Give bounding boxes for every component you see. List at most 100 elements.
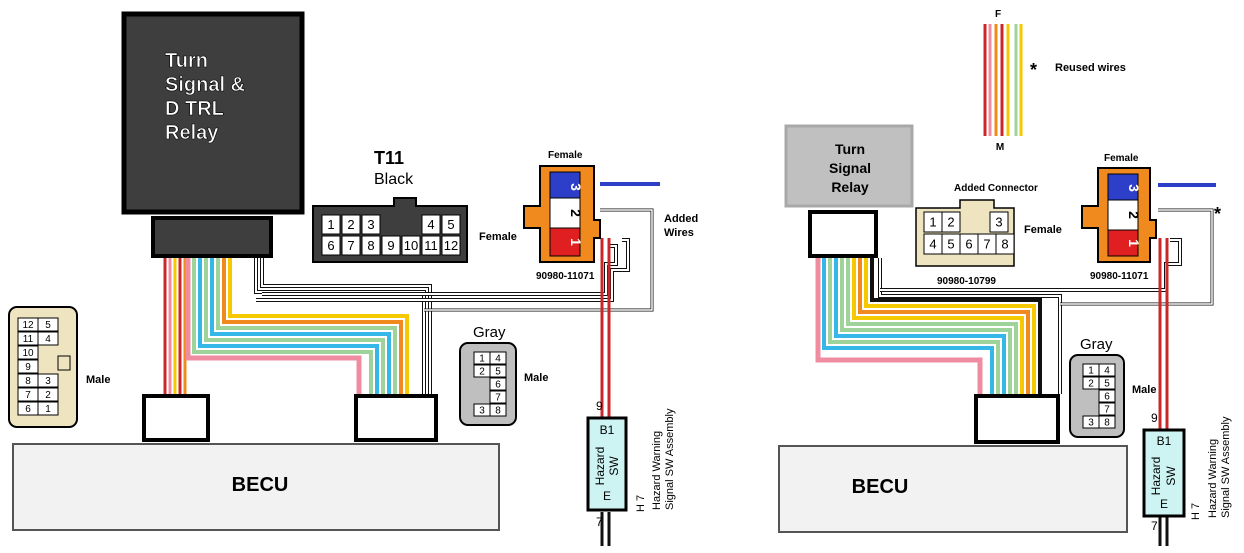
svg-text:8: 8 — [495, 406, 501, 417]
pin-label-3: 3 — [568, 183, 584, 191]
male-pin: 12 — [17, 317, 39, 332]
svg-text:11: 11 — [23, 334, 34, 345]
svg-text:8: 8 — [25, 376, 31, 387]
svg-text:7: 7 — [495, 393, 501, 404]
gray-connector-title-left: Gray — [473, 324, 506, 341]
svg-text:4: 4 — [45, 334, 51, 345]
gray-pin: 3 — [473, 403, 491, 417]
hazard-label-top-left: B1 — [600, 423, 615, 437]
hazard-pin-bottom-left: 7 — [596, 515, 603, 529]
gray-pin: 6 — [1098, 389, 1116, 403]
gray-pin: 2 — [473, 364, 491, 378]
added-wires-line-1: Added — [664, 213, 698, 225]
male-pin: 2 — [37, 387, 59, 402]
gray-pin: 1 — [1082, 363, 1100, 377]
male-pin: 11 — [17, 331, 39, 346]
added-pin: 1 — [923, 211, 943, 233]
svg-text:6: 6 — [327, 238, 334, 253]
added-pin: 8 — [995, 233, 1015, 255]
hazard-side-line-1-right: Hazard Warning — [1207, 439, 1219, 518]
becu-label-left: BECU — [232, 474, 289, 496]
t11-pin: 7 — [341, 235, 361, 256]
hazard-label-bottom-left: E — [603, 489, 611, 503]
t11-pin: 8 — [361, 235, 381, 256]
orange-connector-gender-left: Female — [548, 150, 583, 161]
orange-connector-gender-right: Female — [1104, 153, 1139, 164]
svg-text:3: 3 — [479, 406, 485, 417]
added-pin: 3 — [989, 211, 1009, 233]
relay-label-line-2: Signal & — [165, 74, 245, 96]
svg-text:4: 4 — [929, 237, 936, 252]
male-pin: 1 — [37, 401, 59, 416]
hazard-wires-right — [1158, 238, 1169, 546]
t11-pin: 2 — [341, 214, 361, 235]
becu-right — [778, 445, 1128, 533]
gray-pin: 4 — [1098, 363, 1116, 377]
relay2-label-line-2: Signal — [829, 160, 871, 176]
reused-wires-label: Reused wires — [1055, 62, 1126, 74]
svg-text:11: 11 — [424, 238, 438, 253]
hazard-side-line-1-left: Hazard Warning — [651, 431, 663, 510]
svg-text:6: 6 — [495, 380, 501, 391]
becu-left — [12, 443, 500, 531]
svg-text:7: 7 — [1104, 405, 1110, 416]
t11-pin: 1 — [321, 214, 341, 235]
hazard-pin-top-left: 9 — [596, 399, 603, 413]
hazard-label-mid-left-2: SW — [607, 456, 621, 476]
reused-asterisk: * — [1030, 60, 1037, 80]
becu-label-right: BECU — [852, 476, 909, 498]
added-connector — [915, 199, 1015, 267]
relay-label-line-1: Turn — [165, 50, 208, 72]
gray-pin: 5 — [1098, 376, 1116, 390]
gray-connector-title-right: Gray — [1080, 336, 1113, 353]
relay2-label-line-3: Relay — [831, 179, 869, 195]
wire-label-top: F — [995, 9, 1001, 20]
added-pin: 5 — [941, 233, 961, 255]
gray-pin: 6 — [489, 377, 507, 391]
hazard-wires-left — [600, 238, 611, 546]
orange-connector-part-right: 90980-11071 — [1090, 271, 1149, 282]
svg-text:1: 1 — [479, 354, 485, 365]
t11-title: T11 — [374, 148, 404, 168]
hazard-side-code-right: H 7 — [1190, 503, 1202, 520]
hazard-switch-right — [1142, 428, 1186, 518]
svg-text:6: 6 — [1104, 392, 1110, 403]
svg-text:5: 5 — [45, 320, 51, 331]
wire-bundle-left-b — [185, 258, 409, 394]
svg-text:8: 8 — [1001, 237, 1008, 252]
svg-text:5: 5 — [495, 367, 501, 378]
svg-text:8: 8 — [1104, 418, 1110, 429]
gray-pin: 8 — [489, 403, 507, 417]
svg-text:7: 7 — [25, 390, 31, 401]
hazard-label-bottom-right: E — [1160, 497, 1168, 511]
gray-pin: 7 — [489, 390, 507, 404]
male-pin: 3 — [37, 373, 59, 388]
svg-text:4: 4 — [1104, 366, 1110, 377]
added-connector-title: Added Connector — [954, 183, 1038, 194]
gray-pin: 4 — [489, 351, 507, 365]
hazard-label-mid-right-1: Hazard — [1149, 457, 1163, 496]
svg-text:1: 1 — [45, 404, 51, 415]
orange-connector-part-left: 90980-11071 — [536, 271, 595, 282]
pin-cell-1 — [1107, 229, 1139, 257]
becu-connector-c — [974, 394, 1060, 444]
svg-text:10: 10 — [22, 348, 34, 359]
added-wires-line-2: Wires — [664, 227, 694, 239]
orange-connector-left: 3 2 1 — [523, 165, 601, 263]
svg-text:2: 2 — [479, 367, 485, 378]
hazard-pin-top-right: 9 — [1151, 411, 1158, 425]
svg-text:1: 1 — [929, 215, 936, 230]
pin-cell-1 — [549, 227, 581, 257]
svg-text:3: 3 — [367, 217, 374, 232]
t11-subtitle: Black — [374, 171, 414, 188]
orange-connector-right: 3 2 1 — [1081, 167, 1157, 263]
svg-text:1: 1 — [327, 217, 334, 232]
gray-pin: 3 — [1082, 415, 1100, 429]
male-pin: 7 — [17, 387, 39, 402]
svg-text:2: 2 — [947, 215, 954, 230]
